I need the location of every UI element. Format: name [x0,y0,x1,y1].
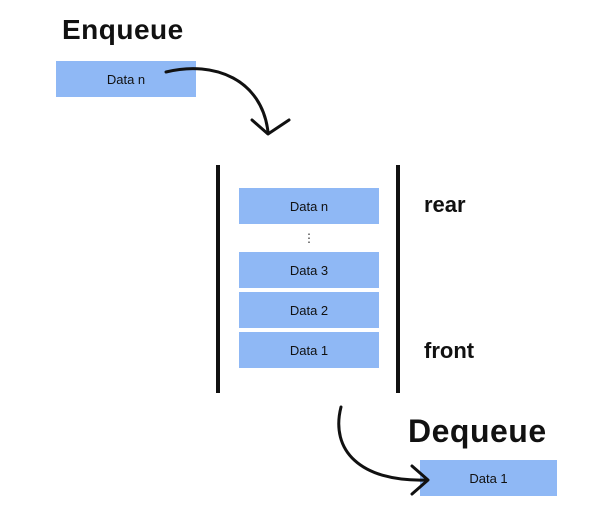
rear-label: rear [424,192,466,217]
queue-left-wall [216,165,220,393]
queue-ellipsis: ⋮ [303,231,315,245]
queue-slot: Data 3 [239,252,379,288]
enqueue-heading: Enqueue [62,14,184,45]
queue-slot-front: Data 1 [239,332,379,368]
queue-slot: Data 2 [239,292,379,328]
queue-right-wall [396,165,400,393]
front-label: front [424,338,475,363]
queue-slot-rear: Data n [239,188,379,224]
queue-stack: Data n ⋮ Data 3 Data 2 Data 1 [239,188,379,372]
dequeue-item: Data 1 [420,460,557,496]
dequeue-heading: Dequeue [408,413,547,449]
enqueue-item: Data n [56,61,196,97]
